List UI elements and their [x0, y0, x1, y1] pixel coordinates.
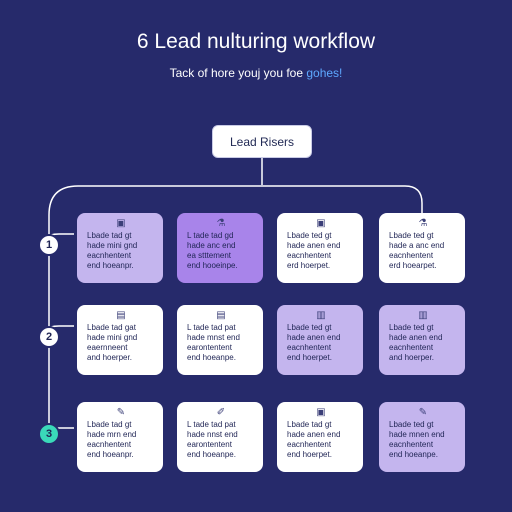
- leaf-icon: ✎: [116, 407, 126, 418]
- card-text: Lbade ted gt hade anen end eacnhentent a…: [389, 323, 443, 362]
- gift-icon: ▤: [116, 310, 126, 321]
- workflow-card[interactable]: ▣ Lbade tad gt hade mini gnd eacnhentent …: [77, 213, 163, 283]
- subtitle-text: Tack of hore youj you foe: [169, 66, 304, 80]
- root-node-lead-risers[interactable]: Lead Risers: [212, 125, 312, 158]
- card-text: L tade tad gd hade anc end ea stttement …: [187, 231, 238, 270]
- workflow-card[interactable]: ✎ Lbade ted gt hade mnen end eacnhentent …: [379, 402, 465, 472]
- card-text: Lbade tad gat hade mini gnd eaernneent a…: [87, 323, 138, 362]
- page-subtitle: Tack of hore youj you foe gohes!: [0, 66, 512, 80]
- page-title: 6 Lead nulturing workflow: [136, 30, 376, 53]
- workflow-card[interactable]: ✎ Lbade tad gt hade mrn end eacnhentent e…: [77, 402, 163, 472]
- image-icon: ▣: [316, 218, 326, 229]
- workflow-card[interactable]: ⚗ L tade tad gd hade anc end ea stttement…: [177, 213, 263, 283]
- edit-icon: ✐: [216, 407, 226, 418]
- workflow-card[interactable]: ▥ Lbade ted gt hade anen end eacnhentent …: [277, 305, 363, 375]
- workflow-card[interactable]: ✐ L tade tad pat hade nnst end earontente…: [177, 402, 263, 472]
- card-text: Lbade ted gt hade mnen end eacnhentent e…: [389, 420, 445, 459]
- step-3-marker: 3: [38, 423, 60, 445]
- card-text: Lbade ted gt hade anen end eacnhentent e…: [287, 231, 341, 270]
- flask-icon: ⚗: [216, 218, 226, 229]
- document-icon: ▥: [316, 310, 326, 321]
- card-text: L tade tad pat hade nnst end earontenten…: [187, 420, 238, 459]
- card-text: Lbade tad gt hade mrn end eacnhentent en…: [87, 420, 137, 459]
- card-text: Lbade tad gt hade anen end eacnhentent e…: [287, 420, 341, 459]
- workflow-card[interactable]: ▣ Lbade ted gt hade anen end eacnhentent …: [277, 213, 363, 283]
- image-icon: ▣: [116, 218, 126, 229]
- card-text: L tade tad pat hade mnst end earontenten…: [187, 323, 240, 362]
- card-text: Lbade ted gt hade anen end eacnhentent e…: [287, 323, 341, 362]
- leaf-icon: ✎: [418, 407, 428, 418]
- workflow-card[interactable]: ▤ Lbade tad gat hade mini gnd eaernneent …: [77, 305, 163, 375]
- gift-icon: ▤: [216, 310, 226, 321]
- card-text: Lbade tad gt hade mini gnd eacnhentent e…: [87, 231, 138, 270]
- step-1-marker: 1: [38, 234, 60, 256]
- workflow-card[interactable]: ▤ L tade tad pat hade mnst end earontente…: [177, 305, 263, 375]
- flask-icon: ⚗: [418, 218, 428, 229]
- step-2-marker: 2: [38, 326, 60, 348]
- card-text: Lbade ted gt hade a anc end eacnhentent …: [389, 231, 445, 270]
- workflow-card[interactable]: ▥ Lbade ted gt hade anen end eacnhentent …: [379, 305, 465, 375]
- image-icon: ▣: [316, 407, 326, 418]
- subtitle-accent: gohes!: [306, 66, 343, 80]
- document-icon: ▥: [418, 310, 428, 321]
- workflow-card[interactable]: ⚗ Lbade ted gt hade a anc end eacnhentent…: [379, 213, 465, 283]
- root-node-label: Lead Risers: [229, 134, 295, 149]
- workflow-card[interactable]: ▣ Lbade tad gt hade anen end eacnhentent …: [277, 402, 363, 472]
